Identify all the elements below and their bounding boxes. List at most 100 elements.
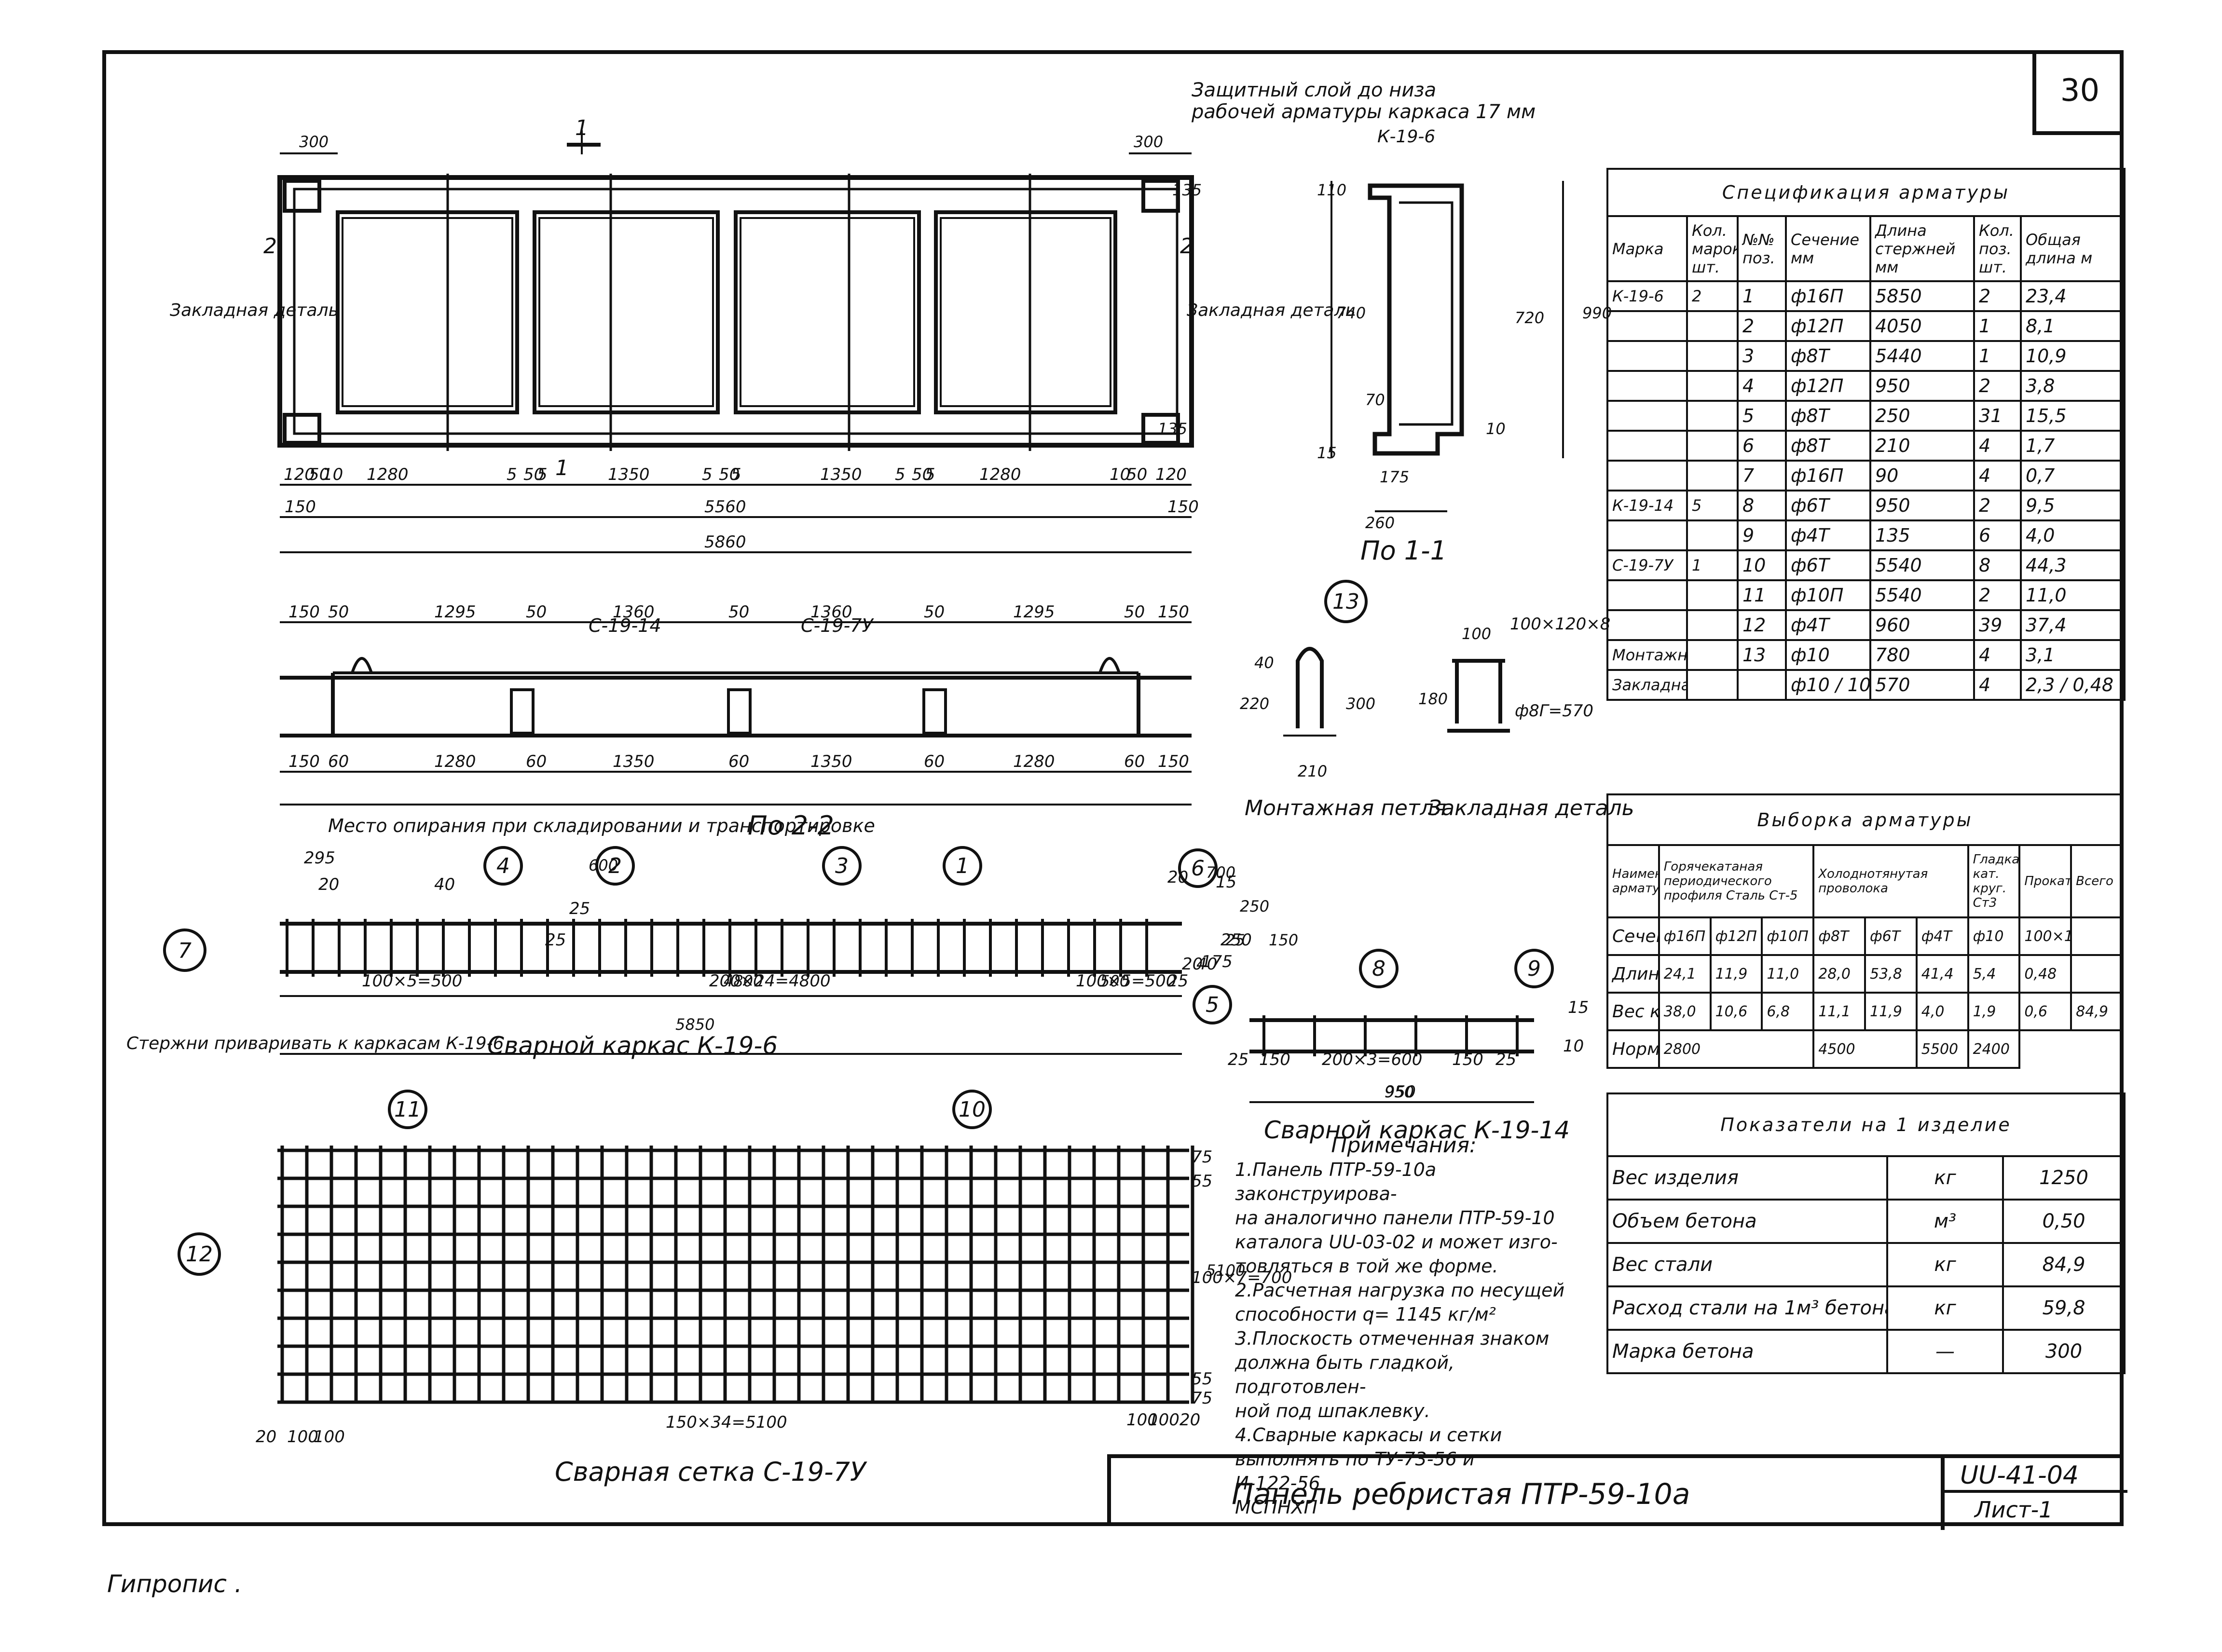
spec-cell: 1,7 xyxy=(2019,430,2126,462)
selection-cell: ф6Т xyxy=(1864,916,1918,956)
sec22-bot-dim: 150 xyxy=(288,752,320,771)
section-mark-2-left: 2 xyxy=(263,234,277,259)
k1914-dim: 200×3=600 xyxy=(1322,1050,1422,1069)
misc-dim: 175 xyxy=(1380,468,1409,486)
spec-cell: 5850 xyxy=(1869,280,1975,312)
indicator-cell: Расход стали на 1м³ бетона xyxy=(1606,1285,1888,1331)
note-line: должна быть гладкой, подготовлен- xyxy=(1235,1352,1455,1397)
frame-k19-6-verticals xyxy=(286,919,1148,977)
spec-cell xyxy=(1606,460,1688,492)
spec-cell: 2 xyxy=(1973,490,2022,521)
plan-dim: 50 xyxy=(719,465,740,484)
spec-cell: 0,7 xyxy=(2019,460,2126,492)
note-line: 2.Расчетная нагрузка по несущей xyxy=(1235,1280,1565,1301)
spec-cell: 1 xyxy=(1973,340,2022,372)
marker-10: 10 xyxy=(959,1097,986,1122)
spec-cell: ф4Т xyxy=(1785,519,1871,551)
selection-cell: 5500 xyxy=(1915,1029,1969,1069)
spec-cell xyxy=(1686,519,1739,551)
mesh-dim: 100×7=700 xyxy=(1192,1268,1292,1287)
misc-dim: 135 xyxy=(1172,181,1202,199)
mesh-dim: 20 xyxy=(1180,1410,1200,1430)
k196-dim: 100×5=500 xyxy=(1076,971,1176,991)
spec-cell: 2 xyxy=(1973,579,2022,611)
protective-layer-note-2: рабочей арматуры каркаса 17 мм xyxy=(1191,101,1536,123)
sec22-top-dim: 50 xyxy=(526,602,547,622)
spec-cell: ф10 xyxy=(1785,639,1871,671)
spec-header-cell: Кол. поз. шт. xyxy=(1973,215,2022,282)
sec22-top-dim: 150 xyxy=(1158,602,1189,622)
marker-11: 11 xyxy=(394,1097,421,1122)
section-1-1-title: По 1-1 xyxy=(1360,535,1447,566)
sec22-top-dim: 50 xyxy=(1124,602,1145,622)
selection-cell: 4500 xyxy=(1812,1029,1918,1069)
misc-dim: 4800 xyxy=(724,972,763,990)
spec-cell: Монтажная петля xyxy=(1606,639,1688,671)
k1914-dim: 10 xyxy=(1563,1037,1584,1056)
weld-note: Стержни приваривать к каркасам К-19-6 xyxy=(126,1034,504,1053)
spec-cell: 4,0 xyxy=(2019,519,2126,551)
spec-cell xyxy=(1606,519,1688,551)
title-block: Панель ребристая ПТР-59-10а UU-41-04 Лис… xyxy=(1107,1454,2127,1530)
section-2-2-title: По 2-2 xyxy=(748,810,834,841)
spec-cell: ф12П xyxy=(1785,370,1871,402)
sec22-top-dim: 1295 xyxy=(1013,602,1055,622)
label-c19-14: С-19-14 xyxy=(589,615,661,636)
spec-cell: 8,1 xyxy=(2019,310,2126,342)
indicator-cell: 84,9 xyxy=(2002,1242,2126,1287)
spec-cell: ф10 / 100×120×8 xyxy=(1785,669,1871,701)
misc-dim: 300 xyxy=(299,133,329,151)
k1914-dim: 150 xyxy=(1259,1050,1290,1069)
selection-header-cell: Гладкая кат. круг. Ст3 xyxy=(1967,844,2021,918)
spec-cell xyxy=(1606,340,1688,372)
selection-header-cell: Прокат xyxy=(2018,844,2072,918)
mesh-dim: 100 xyxy=(314,1427,345,1447)
spec-cell xyxy=(1737,669,1787,701)
label-plate: 100×120×8 xyxy=(1510,614,1610,634)
selection-caption: Выборка арматуры xyxy=(1606,793,2124,846)
embedded-part-left: Закладная деталь xyxy=(170,300,339,320)
selection-cell: ф8Т xyxy=(1812,916,1866,956)
misc-dim: 10 xyxy=(1486,420,1506,438)
spec-caption: Спецификация арматуры xyxy=(1606,168,2126,217)
k196-dim: 15 xyxy=(1216,873,1236,892)
spec-cell: ф8Т xyxy=(1785,430,1871,462)
spec-cell xyxy=(1606,609,1688,641)
frame-k19-14 xyxy=(1249,1018,1534,1103)
spec-cell xyxy=(1606,370,1688,402)
spec-cell: К-19-6 xyxy=(1606,280,1688,312)
k196-dim: 20 xyxy=(1167,868,1188,887)
k196-dim: 250 xyxy=(1221,930,1252,950)
spec-cell: ф4Т xyxy=(1785,609,1871,641)
notes: Примечания: 1.Панель ПТР-59-10а законстр… xyxy=(1235,1133,1573,1519)
misc-dim: 500 xyxy=(1100,972,1129,990)
spec-cell: 10,9 xyxy=(2019,340,2126,372)
marker-9: 9 xyxy=(1527,956,1541,981)
misc-dim: 25 xyxy=(1225,931,1245,949)
sec22-top-dim: 50 xyxy=(728,602,749,622)
notes-title: Примечания: xyxy=(1331,1133,1477,1158)
plan-dim: 50 xyxy=(1126,465,1147,484)
indicator-cell: кг xyxy=(1886,1155,2004,1201)
selection-cell: ф12П xyxy=(1709,916,1763,956)
spec-cell xyxy=(1686,310,1739,342)
sheet-title: Панель ребристая ПТР-59-10а xyxy=(1232,1477,1690,1511)
sec22-top-dim: 1360 xyxy=(810,602,852,622)
sheet-number: 30 xyxy=(2032,50,2124,135)
indicator-cell: 59,8 xyxy=(2002,1285,2126,1331)
misc-dim: 40 xyxy=(1254,654,1274,672)
plan-dim: 5 xyxy=(702,465,713,484)
k196-dim: 175 xyxy=(1201,952,1233,971)
k196-dim: 40 xyxy=(1196,955,1217,974)
misc-dim: 600 xyxy=(589,856,618,874)
spec-cell: ф6Т xyxy=(1785,549,1871,581)
indicators-caption: Показатели на 1 изделие xyxy=(1606,1092,2126,1157)
spec-cell: 3,1 xyxy=(2019,639,2126,671)
k196-dim: 25 xyxy=(1167,971,1188,991)
misc-dim: 70 xyxy=(1365,391,1385,409)
misc-dim: 220 xyxy=(1240,695,1269,713)
